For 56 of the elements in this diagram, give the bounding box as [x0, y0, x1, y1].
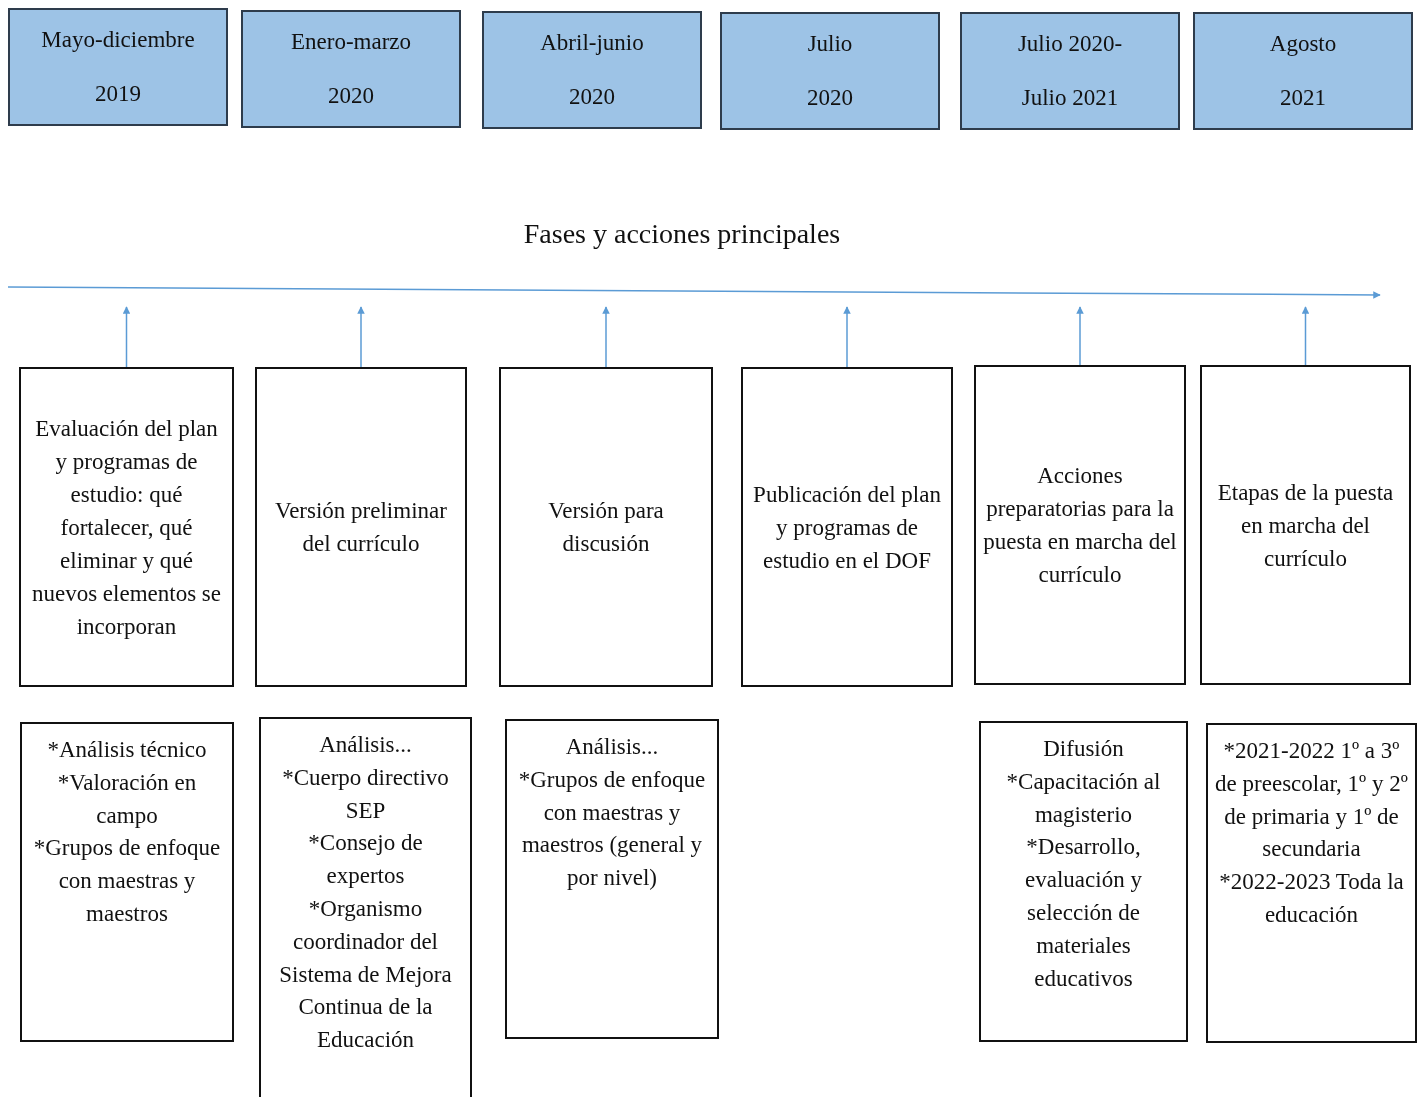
- period-box: [720, 12, 940, 130]
- action-text: *2021-2022 1º a 3º de preescolar, 1º y 2º de primaria y 1º de secundaria: [1214, 737, 1409, 864]
- phase-label: Evaluación del plan y programas de estudio: qué fortalecer, qué eliminar y qué nuevos elementos se incorporan: [30, 414, 223, 641]
- phase-label: Versión para discusión: [547, 497, 665, 558]
- period-label: Enero-marzo: [290, 28, 411, 56]
- action-text: *Grupos de enfoque con maestras y maestros (general y por nivel): [517, 765, 707, 893]
- action-text: *Valoración en campo: [56, 768, 198, 830]
- action-text: *Capacitación al magisterio: [1005, 767, 1162, 829]
- period-label: Julio 2021: [1021, 84, 1119, 112]
- period-box: [960, 12, 1180, 130]
- actions-box: [505, 719, 719, 1039]
- period-label: Julio 2020-: [1017, 30, 1123, 58]
- period-box: [482, 11, 702, 129]
- phase-box: [255, 367, 467, 687]
- diagram-title: Fases y acciones principales: [522, 218, 842, 250]
- action-text: *Desarrollo, evaluación y selección de materiales educativos: [1024, 833, 1143, 993]
- arrow: [122, 306, 131, 368]
- phase-label: Publicación del plan y programas de estudio en el DOF: [752, 480, 942, 575]
- arrow: [1076, 306, 1084, 366]
- phase-box: [741, 367, 953, 687]
- actions-box: [979, 721, 1188, 1042]
- period-label: 2021: [1280, 84, 1326, 112]
- phase-label: Acciones preparatorias para la puesta en marcha del currículo: [982, 462, 1178, 589]
- actions-box: [259, 717, 472, 1097]
- action-text: *Grupos de enfoque con maestras y maestros: [32, 834, 222, 928]
- action-text: *Organismo coordinador del Sistema de Mejora Continua de la Educación: [278, 895, 453, 1055]
- period-label: Agosto: [1269, 30, 1337, 58]
- period-label: 2019: [95, 80, 141, 108]
- phase-label: Etapas de la puesta en marcha del currículo: [1216, 478, 1395, 573]
- action-text: Análisis...: [319, 731, 412, 759]
- period-label: Abril-junio: [540, 29, 644, 57]
- actions-box: [20, 722, 234, 1042]
- action-text: *Cuerpo directivo SEP: [281, 763, 450, 825]
- action-text: *Consejo de expertos: [307, 829, 424, 891]
- action-text: Difusión: [1043, 735, 1124, 763]
- action-text: *2022-2023 Toda la educación: [1218, 868, 1405, 929]
- period-box: [1193, 12, 1413, 130]
- period-label: 2020: [328, 82, 374, 110]
- phase-label: Versión preliminar del currículo: [274, 497, 448, 558]
- arrow: [357, 306, 365, 368]
- arrow: [843, 306, 851, 368]
- period-label: 2020: [569, 83, 615, 111]
- actions-box: [1206, 723, 1417, 1043]
- action-text: Análisis...: [565, 733, 659, 761]
- arrow: [1301, 306, 1310, 366]
- period-box: [241, 10, 461, 128]
- period-label: Julio: [807, 30, 853, 58]
- phase-box: [974, 365, 1186, 685]
- action-text: *Análisis técnico: [47, 736, 207, 764]
- phase-box: [1200, 365, 1411, 685]
- phase-box: [499, 367, 713, 687]
- arrow: [602, 306, 610, 368]
- period-label: Mayo-diciembre: [41, 26, 195, 54]
- period-label: 2020: [807, 84, 853, 112]
- period-box: [8, 8, 228, 126]
- phase-box: [19, 367, 234, 687]
